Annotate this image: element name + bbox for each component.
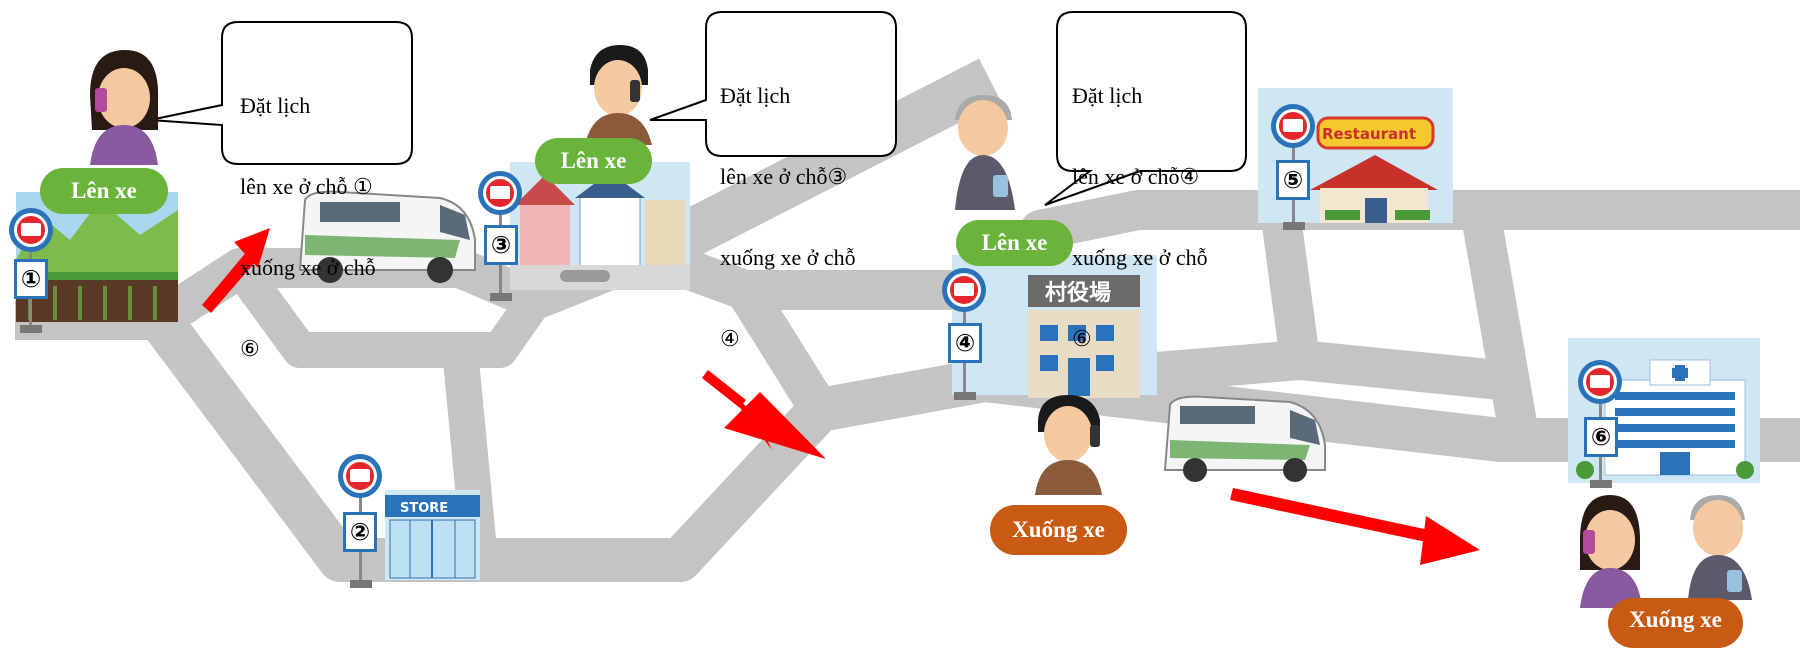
hospital-scene xyxy=(1568,338,1760,483)
road-right-connector-3 xyxy=(1460,206,1540,444)
bubble-3-line-4: ⑥ xyxy=(1072,326,1092,351)
speech-bubble-1 xyxy=(149,21,413,165)
elderly-man-1 xyxy=(955,95,1015,210)
man-phone-1 xyxy=(585,45,652,145)
store-scene xyxy=(385,490,480,580)
bubble-3-text: Đặt lịch lên xe ở chỗ④ xuống xe ở chỗ ⑥ xyxy=(1072,28,1208,379)
stop-number-4: ④ xyxy=(948,323,982,363)
bubble-1-text: Đặt lịch lên xe ở chỗ ① xuống xe ở chỗ ⑥ xyxy=(240,38,376,389)
arrow-1 xyxy=(202,228,270,313)
bubble-3-line-2: lên xe ở chỗ④ xyxy=(1072,164,1200,189)
woman-phone-1 xyxy=(90,50,159,165)
alight-label-2: Xuống xe xyxy=(1608,598,1743,648)
bubble-2-text: Đặt lịch lên xe ở chỗ③ xuống xe ở chỗ ④ xyxy=(720,28,856,379)
bubble-1-line-4: ⑥ xyxy=(240,336,260,361)
village-office-scene xyxy=(952,255,1157,398)
bubble-2-line-3: xuống xe ở chỗ xyxy=(720,245,856,270)
minibus-1 xyxy=(298,190,476,283)
road-diagonal-mid xyxy=(637,58,1001,277)
road-center-connector xyxy=(728,279,837,421)
bubble-2-line-1: Đặt lịch xyxy=(720,83,791,108)
stop-number-1: ① xyxy=(14,259,48,299)
bubble-3-line-1: Đặt lịch xyxy=(1072,83,1143,108)
road-store-loop xyxy=(225,257,550,368)
stop-number-3: ③ xyxy=(484,225,518,265)
board-label-1: Lên xe xyxy=(40,168,168,214)
board-label-3: Lên xe xyxy=(956,220,1073,266)
bubble-1-line-3: xuống xe ở chỗ xyxy=(240,255,376,280)
bubble-2-line-2: lên xe ở chỗ③ xyxy=(720,164,848,189)
bus-stop-4 xyxy=(942,268,986,400)
bus-stop-1 xyxy=(9,208,53,333)
bubble-1-line-1: Đặt lịch xyxy=(240,93,311,118)
houses-scene xyxy=(510,162,690,290)
bus-stop-3 xyxy=(478,171,522,301)
woman-phone-2 xyxy=(1580,495,1642,608)
arrow-2 xyxy=(702,370,826,459)
man-phone-2 xyxy=(1035,395,1102,495)
bubble-3-line-3: xuống xe ở chỗ xyxy=(1072,245,1208,270)
bubble-1-line-2: lên xe ở chỗ ① xyxy=(240,174,373,199)
road-right-connector-2 xyxy=(1260,207,1320,363)
restaurant-sign: Restaurant xyxy=(1322,125,1416,143)
speech-bubble-3 xyxy=(1044,11,1247,206)
bubble-2-line-4: ④ xyxy=(720,326,740,351)
village-office-sign: 村役場 xyxy=(1045,281,1111,306)
direction-arrows xyxy=(202,228,1480,565)
alight-label-1: Xuống xe xyxy=(990,505,1127,555)
elderly-man-2 xyxy=(1688,495,1752,600)
stop-number-6: ⑥ xyxy=(1584,417,1618,457)
stop-number-5: ⑤ xyxy=(1276,160,1310,200)
board-label-2: Lên xe xyxy=(535,138,652,184)
minibus-2 xyxy=(1163,395,1326,482)
speech-bubble-2 xyxy=(649,11,897,157)
arrow-3 xyxy=(1230,488,1480,565)
stop-number-2: ② xyxy=(343,512,377,552)
store-sign: STORE xyxy=(400,501,448,516)
